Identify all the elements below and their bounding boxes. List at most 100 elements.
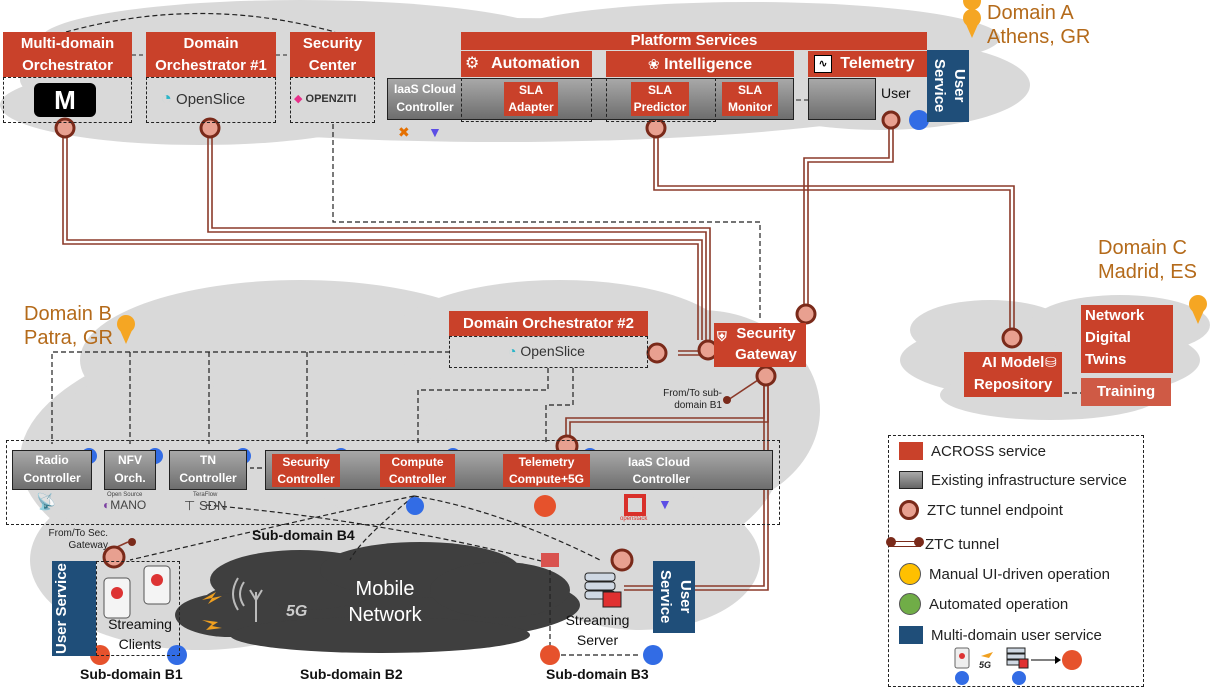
iaas-cloud-controller-b[interactable]: IaaS Cloud Controller (627, 455, 690, 486)
5g-icon: 5G (979, 660, 991, 670)
sla-predictor[interactable]: SLA Predictor (631, 82, 689, 116)
user-service-a[interactable]: User Service (927, 50, 969, 122)
iaas-cloud-controller-a[interactable]: IaaS Cloud Controller (393, 82, 456, 114)
streaming-server-label: Streaming Server (565, 612, 630, 648)
kubernetes-icon (955, 671, 969, 685)
security-controller[interactable]: Security Controller (272, 454, 340, 487)
automation[interactable]: ⚙ Automation (461, 51, 592, 77)
tn-controller[interactable]: TN Controller (169, 450, 247, 490)
automation-label: Automation (491, 55, 580, 72)
intelligence-box (606, 78, 716, 122)
tunnel-swatch (886, 537, 924, 547)
5g-icon: 5G (286, 603, 308, 620)
intelligence[interactable]: ❀ Intelligence (606, 51, 794, 77)
from-to-gateway-label: From/To Sec. Gateway (48, 528, 108, 551)
domain-orchestrator-2[interactable]: Domain Orchestrator #2 (449, 311, 648, 336)
sla-monitor[interactable]: SLA Monitor (722, 82, 778, 116)
domain-b-location: Patra, GR (24, 327, 113, 349)
security-center[interactable]: Security Center (290, 32, 375, 77)
sdn-logo-text: SDN (198, 498, 227, 513)
openslice-logo: ◔ OpenSlice (161, 88, 245, 109)
domain-c-location: Madrid, ES (1098, 261, 1197, 283)
mano-icon: ◐ (103, 498, 111, 512)
kubernetes-icon (1012, 671, 1026, 685)
manual-swatch (899, 563, 921, 585)
mano-logo-text: MANO (110, 498, 147, 512)
platform-services[interactable]: Platform Services (461, 32, 927, 50)
mano-logo: Open Source ◐MANO (103, 492, 146, 512)
sub-domain-b4-box (6, 440, 780, 525)
security-gateway[interactable]: ⛨ Security Gateway (714, 323, 806, 367)
telemetry-backend (808, 78, 876, 120)
sdn-logo-top: TeraFlow (193, 492, 218, 498)
ai-model-repository[interactable]: AI Model Repository (964, 352, 1062, 397)
openslice-text-2: OpenSlice (520, 343, 585, 359)
terraform-icon: ▼ (428, 124, 442, 140)
openziti-logo: ◆ OPENZITI (294, 92, 356, 105)
openslice-icon: ◔ (161, 88, 172, 108)
openstack-label: openstack (620, 516, 648, 522)
legend-user-service: Multi-domain user service (899, 624, 1102, 646)
openstack-icon (624, 494, 646, 516)
database-icon: ⛁ (1045, 354, 1057, 370)
radio-controller[interactable]: Radio Controller (12, 450, 92, 490)
legend-infrastructure-service: Existing infrastructure service (899, 469, 1127, 491)
sub-domain-b3-label: Sub-domain B3 (546, 666, 649, 682)
arrow-icon (1055, 656, 1061, 664)
domain-a-location: Athens, GR (987, 26, 1091, 48)
domain-orchestrator-1[interactable]: Domain Orchestrator #1 (146, 32, 276, 77)
ai-model-repository-label: AI Model Repository (973, 354, 1053, 393)
training[interactable]: Training (1081, 378, 1171, 406)
infrastructure-swatch (899, 471, 923, 489)
sdn-tower-icon: ⊤ (184, 498, 196, 513)
intelligence-label: Intelligence (664, 56, 753, 73)
security-center-box: ◆ OPENZITI (290, 77, 375, 123)
pulse-icon: ∿ (814, 55, 832, 73)
sub-domain-b1-label: Sub-domain B1 (80, 666, 183, 682)
multi-domain-orchestrator[interactable]: Multi-domain Orchestrator (3, 32, 132, 77)
openslice-logo-2: ◔ OpenSlice (508, 343, 585, 359)
domain-orchestrator-1-box: ◔ OpenSlice (146, 77, 276, 123)
sla-adapter[interactable]: SLA Adapter (504, 82, 558, 116)
user-service-swatch (899, 626, 923, 644)
sub-domain-b2-label: Sub-domain B2 (300, 666, 403, 682)
automation-gear-icon: ⚙ (465, 55, 480, 72)
streaming-clients-label: Streaming Clients (108, 616, 172, 652)
legend-flow-icons: 5G (954, 647, 1082, 685)
legend: ACROSS service Existing infrastructure s… (886, 435, 1144, 687)
domain-a-label: Domain A Athens, GR (987, 1, 1090, 49)
domain-c-name: Domain C (1098, 237, 1187, 259)
sdn-logo-main: ⊤ SDN (184, 498, 226, 514)
legend-label: Existing infrastructure service (931, 471, 1127, 489)
domain-b-name: Domain B (24, 303, 112, 325)
network-digital-twins[interactable]: Network Digital Twins (1081, 305, 1173, 373)
legend-label: Automated operation (929, 595, 1069, 613)
legend-label: ZTC tunnel (925, 535, 1000, 553)
security-gateway-label: Security Gateway (735, 325, 797, 363)
antenna-icon (232, 577, 263, 622)
openziti-text: OPENZITI (305, 93, 357, 105)
brain-icon: ❀ (647, 56, 660, 72)
ztc-tunnels (62, 128, 1015, 591)
legend-across-service: ACROSS service (899, 440, 1046, 462)
user-service-b3[interactable]: User Service (653, 561, 695, 633)
compute-controller[interactable]: Compute Controller (380, 454, 455, 487)
openziti-icon: ◆ (294, 93, 303, 105)
firewall-icon (541, 553, 559, 567)
legend-ztc-tunnel: ZTC tunnel (886, 533, 1000, 555)
mdo-logo: M (34, 83, 96, 117)
user-service-b1[interactable]: User Service (52, 561, 96, 656)
mano-logo-top: Open Source (106, 492, 143, 498)
telemetry-compute-5g[interactable]: Telemetry Compute+5G (503, 454, 590, 487)
openslice-text: OpenSlice (176, 91, 246, 108)
proxmox-icon: ✖ (398, 124, 410, 140)
radio-tower-icon: 📡 (36, 494, 56, 511)
lightning-icons (202, 592, 222, 630)
mano-logo-main: ◐MANO (103, 498, 146, 512)
streaming-server-icon (584, 572, 622, 608)
legend-manual-operation: Manual UI-driven operation (899, 563, 1110, 585)
nfv-orchestrator[interactable]: NFV Orch. (104, 450, 156, 490)
telemetry[interactable]: ∿ Telemetry (808, 51, 927, 77)
